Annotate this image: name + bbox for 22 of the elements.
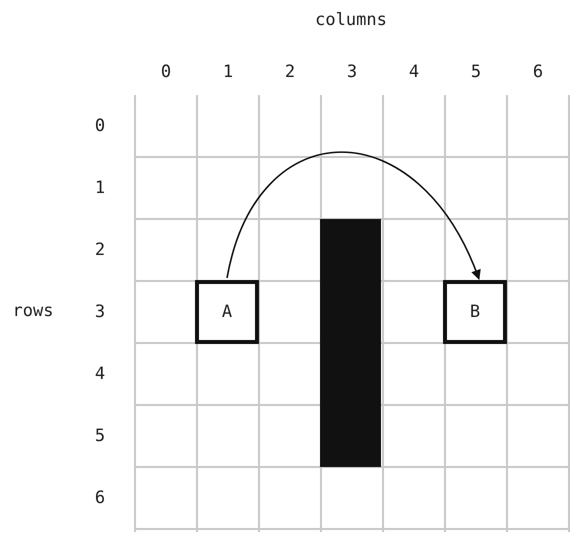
cell-letter: A bbox=[222, 302, 232, 322]
column-number: 1 bbox=[222, 62, 234, 82]
obstacle-block bbox=[320, 219, 381, 467]
cell-letter: B bbox=[470, 302, 480, 322]
column-number: 4 bbox=[408, 62, 420, 82]
row-number: 2 bbox=[94, 240, 106, 260]
cell-box bbox=[443, 280, 507, 344]
column-number: 3 bbox=[346, 62, 358, 82]
column-number: 2 bbox=[284, 62, 296, 82]
row-number: 1 bbox=[94, 178, 106, 198]
column-number: 0 bbox=[160, 62, 172, 82]
row-number: 0 bbox=[94, 116, 106, 136]
row-number: 4 bbox=[94, 364, 106, 384]
axis-title: columns bbox=[315, 10, 387, 30]
row-number: 3 bbox=[94, 302, 106, 322]
arrow bbox=[226, 151, 480, 280]
cell-box bbox=[195, 280, 259, 344]
row-number: 5 bbox=[94, 426, 106, 446]
column-number: 5 bbox=[470, 62, 482, 82]
column-number: 6 bbox=[532, 62, 544, 82]
row-number: 6 bbox=[94, 488, 106, 508]
axis-title: rows bbox=[12, 301, 54, 321]
